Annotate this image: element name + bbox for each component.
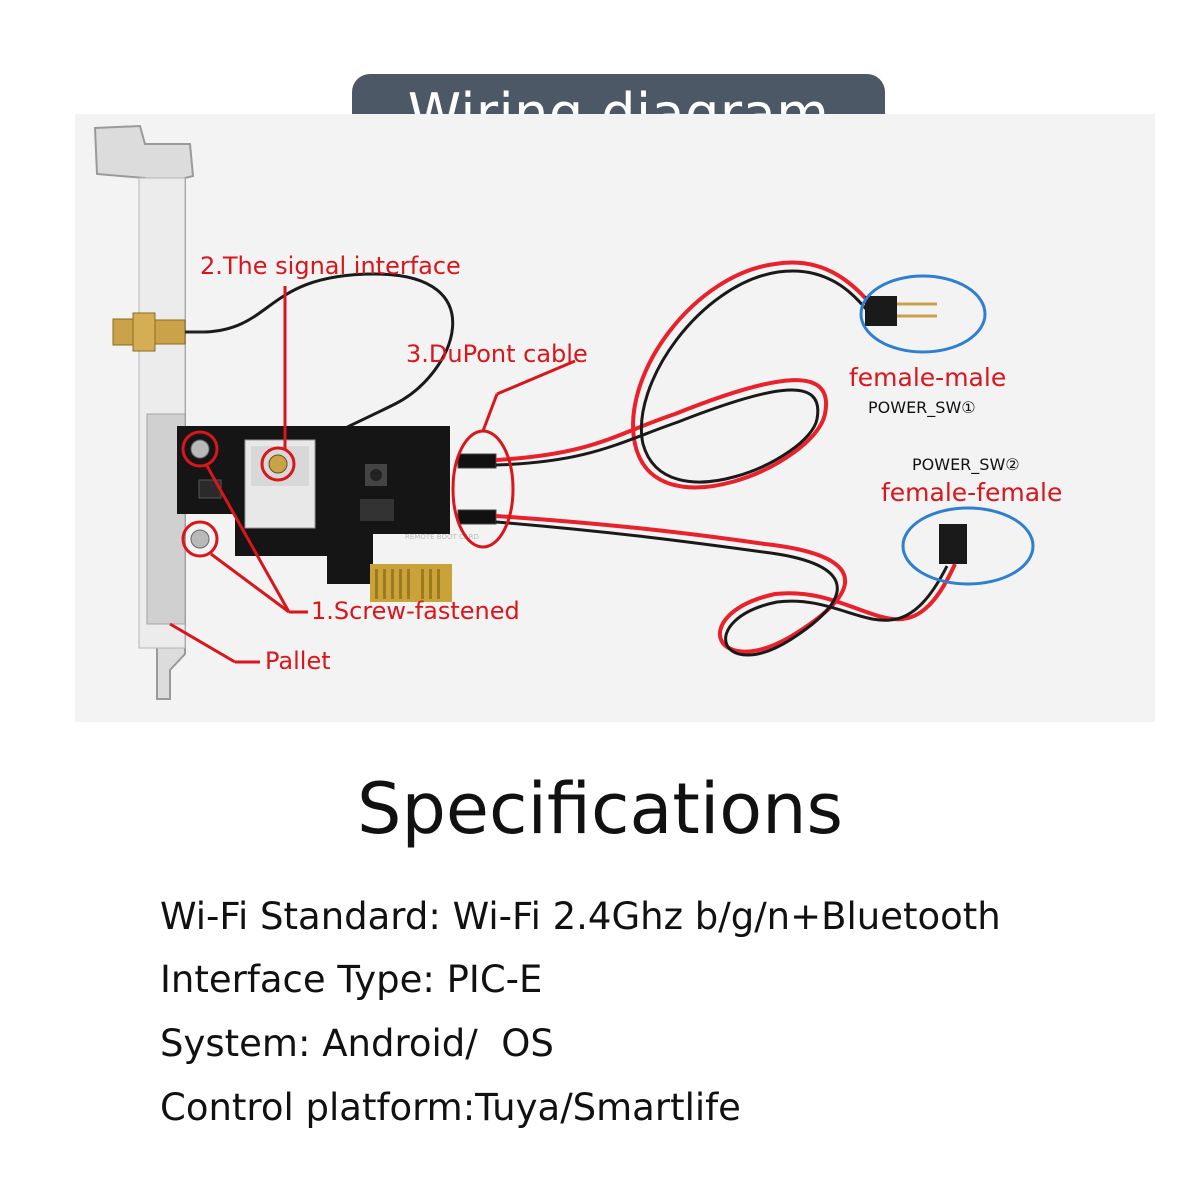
annotation-marks	[169, 286, 576, 664]
spec-item: Control platform:Tuya/Smartlife	[160, 1086, 741, 1129]
svg-text:REMOTE BOOT CARD: REMOTE BOOT CARD	[405, 533, 479, 541]
bracket	[93, 124, 195, 700]
antenna-connector	[112, 312, 205, 352]
spec-item: Interface Type: PIC-E	[160, 958, 543, 1001]
signal-interface-label: 2.The signal interface	[200, 252, 461, 280]
spec-item: System: Android/ OS	[160, 1022, 554, 1065]
pallet-label: Pallet	[265, 647, 331, 675]
wiring-illustration: REMOTE BOOT CARD	[93, 124, 1035, 700]
screw-fastened-label: 1.Screw-fastened	[311, 597, 520, 625]
dupont-cable-label: 3.DuPont cable	[406, 340, 588, 368]
power-sw1-label: POWER_SW①	[868, 398, 976, 417]
specifications-title: Specifications	[357, 768, 843, 850]
connector-highlights	[859, 274, 1035, 586]
product-photo: REMOTE BOOT CARD	[75, 114, 1155, 722]
pcb-board: REMOTE BOOT CARD	[177, 426, 479, 602]
female-male-label: female-male	[849, 363, 1007, 392]
power-sw2-label: POWER_SW②	[912, 455, 1020, 474]
spec-item: Wi-Fi Standard: Wi-Fi 2.4Ghz b/g/n+Bluet…	[160, 895, 1001, 938]
female-female-label: female-female	[881, 478, 1063, 507]
